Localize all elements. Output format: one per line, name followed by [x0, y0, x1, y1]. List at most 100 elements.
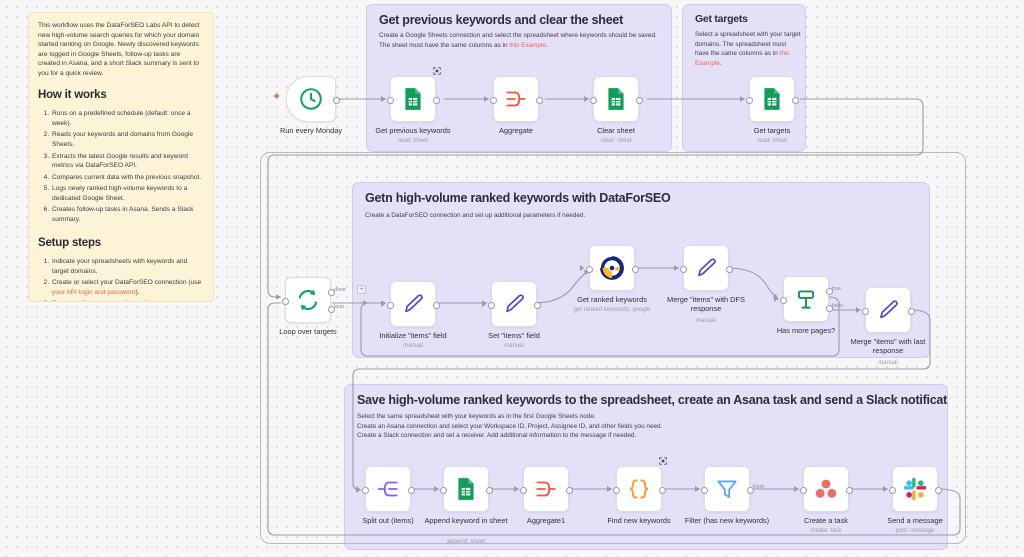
pin-data-icon[interactable]: [433, 67, 441, 75]
output-port[interactable]: [407, 486, 415, 494]
output-port-true[interactable]: [825, 288, 833, 295]
slack-icon: [903, 477, 927, 501]
input-port[interactable]: [487, 301, 495, 309]
output-port[interactable]: [658, 486, 666, 494]
input-port[interactable]: [386, 96, 394, 104]
input-port[interactable]: [281, 297, 289, 305]
node-run-every-monday[interactable]: Run every Monday: [280, 76, 342, 135]
example-link[interactable]: this Example: [509, 41, 546, 49]
node-body[interactable]: [286, 76, 340, 122]
input-arrow-icon: [580, 265, 584, 271]
node-body[interactable]: [883, 466, 942, 512]
input-port[interactable]: [585, 265, 593, 273]
output-port[interactable]: [631, 265, 639, 273]
output-port[interactable]: [432, 301, 440, 309]
add-node-plus-icon[interactable]: +: [357, 285, 366, 294]
input-port[interactable]: [700, 486, 708, 494]
example-link[interactable]: this Example: [695, 50, 790, 67]
node-aggregate1[interactable]: Aggregate1: [514, 466, 573, 525]
node-body[interactable]: [584, 76, 643, 122]
input-port[interactable]: [439, 486, 447, 494]
node-has-more-pages[interactable]: true false Has more pages?: [774, 276, 843, 335]
node-body[interactable]: [794, 466, 853, 512]
node-label: Append keyword in sheet: [424, 516, 508, 525]
node-body[interactable]: [356, 466, 415, 512]
node-merge-items-with-last-response[interactable]: Merge "items" with last response manual: [851, 287, 925, 366]
pin-data-icon[interactable]: [659, 457, 667, 465]
output-port[interactable]: [791, 96, 799, 104]
output-port[interactable]: [845, 486, 853, 494]
node-initialize-items-field[interactable]: Initialize "items" field manual: [379, 281, 447, 349]
node-body[interactable]: [674, 245, 733, 291]
node-body[interactable]: [484, 76, 543, 122]
input-port[interactable]: [519, 486, 527, 494]
node-label: Filter (has new keywords): [684, 516, 770, 525]
input-port[interactable]: [679, 265, 687, 273]
node-split-out-items[interactable]: Split out (items): [356, 466, 415, 525]
output-port[interactable]: [907, 307, 915, 315]
group-dataforseo[interactable]: Getn high-volume ranked keywords with Da…: [352, 182, 930, 358]
sticky-note-overview[interactable]: This workflow uses the DataForSEO Labs A…: [28, 12, 214, 302]
output-port-kept[interactable]: [746, 486, 754, 494]
node-body[interactable]: [740, 76, 799, 122]
node-body[interactable]: [381, 67, 441, 122]
group-desc-line-2: Create an Asana connection and select yo…: [357, 422, 663, 430]
output-port[interactable]: [635, 96, 643, 104]
output-port[interactable]: [535, 96, 543, 104]
output-port[interactable]: [332, 96, 340, 104]
node-body[interactable]: done loop: [281, 277, 346, 323]
node-loop-over-targets[interactable]: done loop Loop over targets: [279, 277, 346, 336]
api-credentials-link[interactable]: your API login and password: [52, 289, 136, 297]
output-port-loop[interactable]: [327, 306, 335, 313]
node-aggregate[interactable]: Aggregate: [484, 76, 543, 135]
node-append-keyword-in-sheet[interactable]: Append keyword in sheet append: sheet: [425, 466, 508, 545]
node-body[interactable]: [856, 287, 915, 333]
clock-icon: [300, 88, 322, 110]
output-port[interactable]: [565, 486, 573, 494]
input-arrow-icon: [856, 307, 860, 313]
node-get-ranked-keywords[interactable]: Get ranked keywords get ranked keywords:…: [574, 245, 650, 313]
node-send-a-message[interactable]: Send a message post: message: [883, 466, 943, 534]
input-port[interactable]: [888, 486, 896, 494]
input-port[interactable]: [779, 296, 787, 304]
group-desc-line-3: Create a Slack connection and set a rece…: [357, 432, 637, 440]
output-port[interactable]: [432, 96, 440, 104]
node-filter-has-new-keywords[interactable]: Kept Filter (has new keywords): [685, 466, 769, 525]
node-get-previous-keywords[interactable]: Get previous keywords read: sheet: [375, 67, 451, 144]
output-port[interactable]: [485, 486, 493, 494]
node-body[interactable]: [434, 466, 493, 512]
output-port[interactable]: [725, 265, 733, 273]
output-port[interactable]: [934, 486, 942, 494]
input-port[interactable]: [861, 307, 869, 315]
group-title: Save high-volume ranked keywords to the …: [357, 393, 948, 407]
node-find-new-keywords[interactable]: Find new keywords: [607, 457, 671, 525]
node-create-a-task[interactable]: Create a task create: task: [794, 466, 853, 534]
node-body[interactable]: true false: [774, 276, 843, 322]
output-port-done[interactable]: [327, 289, 335, 296]
input-port[interactable]: [361, 486, 369, 494]
input-port[interactable]: [386, 301, 394, 309]
node-merge-items-with-dfs-response[interactable]: Merge "items" with DFS response manual: [667, 245, 745, 324]
input-port[interactable]: [589, 96, 597, 104]
output-port[interactable]: [533, 301, 541, 309]
node-get-targets[interactable]: Get targets read: sheet: [740, 76, 799, 144]
node-body[interactable]: [482, 281, 541, 327]
node-body[interactable]: [514, 466, 573, 512]
node-body[interactable]: [607, 457, 667, 512]
node-body[interactable]: [381, 281, 440, 327]
output-label-kept: Kept: [753, 484, 764, 490]
google-sheets-icon: [405, 88, 421, 110]
node-body[interactable]: [580, 245, 639, 291]
node-clear-sheet[interactable]: Clear sheet clear: sheet: [584, 76, 643, 144]
output-port-false[interactable]: [825, 305, 833, 312]
input-port[interactable]: [612, 486, 620, 494]
input-port[interactable]: [489, 96, 497, 104]
group-description: Create a DataForSEO connection and set u…: [365, 212, 586, 219]
node-body[interactable]: Kept: [695, 466, 764, 512]
node-set-items-field[interactable]: Set "items" field manual: [482, 281, 541, 349]
google-sheets-icon: [458, 478, 474, 500]
input-port[interactable]: [745, 96, 753, 104]
node-subtitle: read: sheet: [756, 138, 788, 144]
input-port[interactable]: [799, 486, 807, 494]
